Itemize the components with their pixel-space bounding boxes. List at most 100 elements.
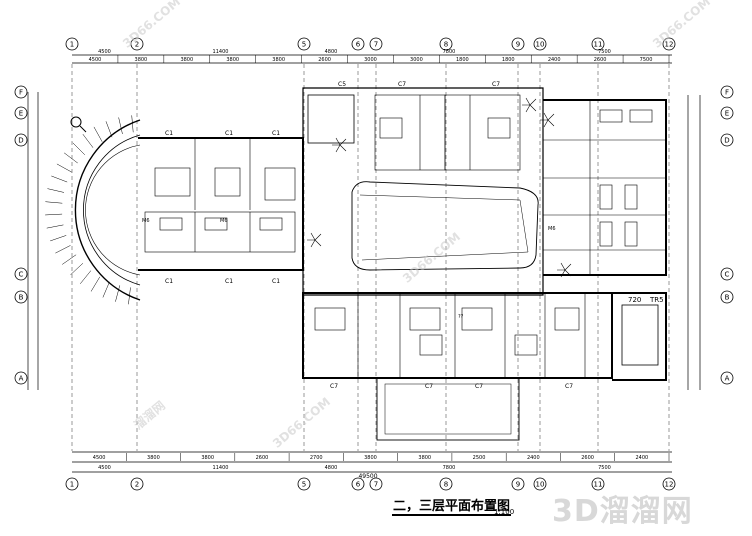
bottom-dimension-lines: [72, 451, 672, 473]
brand-logo-text: 3D溜溜网: [552, 494, 693, 529]
svg-text:9: 9: [516, 41, 520, 49]
row-axis-left-B: B: [14, 290, 28, 304]
svg-text:2: 2: [135, 41, 139, 49]
row-axis-left-F: F: [14, 85, 28, 99]
column-axis-top-11: 11: [591, 37, 605, 51]
stair-code-a: 720: [628, 296, 641, 304]
area-tag: ??: [458, 314, 464, 320]
window-tag-bottom-a: C7: [330, 383, 338, 390]
column-axis-bottom-10: 10: [533, 477, 547, 491]
bottom-outer-dim-1: 11400: [213, 465, 229, 471]
top-stair-well: [307, 94, 355, 144]
top-inner-dim-11: 2600: [594, 57, 607, 63]
room-tag-c1-b: C1: [225, 130, 233, 137]
left-wing-interior: [144, 138, 296, 253]
left-wing-outline: [138, 137, 304, 271]
column-axis-top-2: 2: [130, 37, 144, 51]
stair-tag: C5: [338, 81, 346, 88]
bottom-inner-dim-7: 2500: [473, 455, 486, 461]
top-dimension-lines: [72, 54, 672, 64]
svg-text:9: 9: [516, 481, 520, 489]
svg-text:10: 10: [536, 41, 545, 49]
lobby-inner-arc: [83, 134, 141, 286]
top-inner-dim-6: 3000: [364, 57, 377, 63]
svg-text:B: B: [725, 294, 730, 302]
top-outer-dim-1: 11400: [213, 49, 229, 55]
room-tag-c1-f: C1: [272, 278, 280, 285]
column-axis-bottom-1: 1: [65, 477, 79, 491]
top-room-row: [374, 94, 521, 171]
curved-lobby: [45, 115, 141, 305]
svg-text:D: D: [18, 137, 23, 145]
row-axis-right-D: D: [720, 133, 734, 147]
top-inner-dim-3: 3800: [226, 57, 239, 63]
bottom-inner-dim-5: 3800: [364, 455, 377, 461]
top-inner-dim-10: 2400: [548, 57, 561, 63]
window-tag-bottom-d: C7: [565, 383, 573, 390]
column-grid-lines: [71, 64, 670, 451]
bottom-outer-dim-2: 4800: [325, 465, 338, 471]
door-tag-b: M6: [220, 218, 228, 224]
column-axis-bottom-11: 11: [591, 477, 605, 491]
central-pool-void: [351, 181, 539, 271]
building-walls: [138, 87, 667, 381]
stair-code-b: TR5: [649, 296, 664, 304]
svg-text:11: 11: [594, 481, 603, 489]
row-axis-left-C: C: [14, 267, 28, 281]
svg-text:E: E: [19, 110, 23, 118]
bottom-inner-dim-10: 2400: [635, 455, 648, 461]
column-axis-bottom-12: 12: [662, 477, 676, 491]
bottom-inner-dim-0: 4500: [93, 455, 106, 461]
top-inner-dim-7: 3000: [410, 57, 423, 63]
door-tag-c: M6: [548, 226, 556, 232]
row-axis-bubbles-left: F E D C B A: [14, 85, 28, 385]
row-axis-right-F: F: [720, 85, 734, 99]
door-tag-a: M6: [142, 218, 150, 224]
top-inner-dim-12: 7500: [640, 57, 653, 63]
svg-text:A: A: [19, 375, 24, 383]
svg-text:10: 10: [536, 481, 545, 489]
svg-text:11: 11: [594, 41, 603, 49]
window-tag-bottom-b: C7: [425, 383, 433, 390]
svg-text:B: B: [19, 294, 24, 302]
right-dimension-lines: [687, 95, 701, 390]
top-outer-dim-2: 4800: [325, 49, 338, 55]
svg-text:1: 1: [70, 481, 74, 489]
svg-text:5: 5: [302, 481, 306, 489]
bottom-inner-dim-4: 2700: [310, 455, 323, 461]
lobby-mid-arc: [85, 144, 141, 276]
column-axis-top-1: 1: [65, 37, 79, 51]
column-axis-bottom-6: 6: [351, 477, 365, 491]
column-axis-bottom-8: 8: [439, 477, 453, 491]
svg-text:F: F: [19, 89, 23, 97]
svg-text:1: 1: [70, 41, 74, 49]
room-tag-c1-c: C1: [272, 130, 280, 137]
svg-text:A: A: [725, 375, 730, 383]
row-axis-right-B: B: [720, 290, 734, 304]
bottom-outer-dim-3: 7800: [443, 465, 456, 471]
top-outer-dim-3: 7800: [443, 49, 456, 55]
bottom-inner-dim-1: 3800: [147, 455, 160, 461]
lobby-outer-arc: [74, 119, 141, 301]
window-tag-bottom-c: C7: [475, 383, 483, 390]
window-tag-top-a: C7: [398, 81, 406, 88]
column-axis-top-9: 9: [511, 37, 525, 51]
svg-text:12: 12: [665, 41, 674, 49]
column-axis-top-12: 12: [662, 37, 676, 51]
room-tag-c1-a: C1: [165, 130, 173, 137]
row-axis-right-C: C: [720, 267, 734, 281]
row-axis-left-E: E: [14, 106, 28, 120]
bottom-inner-dim-8: 2400: [527, 455, 540, 461]
svg-text:8: 8: [444, 481, 448, 489]
column-axis-bottom-9: 9: [511, 477, 525, 491]
bottom-inner-dim-6: 3800: [418, 455, 431, 461]
top-inner-dim-0: 4500: [89, 57, 102, 63]
svg-text:8: 8: [444, 41, 448, 49]
column-axis-top-7: 7: [369, 37, 383, 51]
svg-text:F: F: [725, 89, 729, 97]
bottom-wing-outline: [302, 292, 613, 379]
